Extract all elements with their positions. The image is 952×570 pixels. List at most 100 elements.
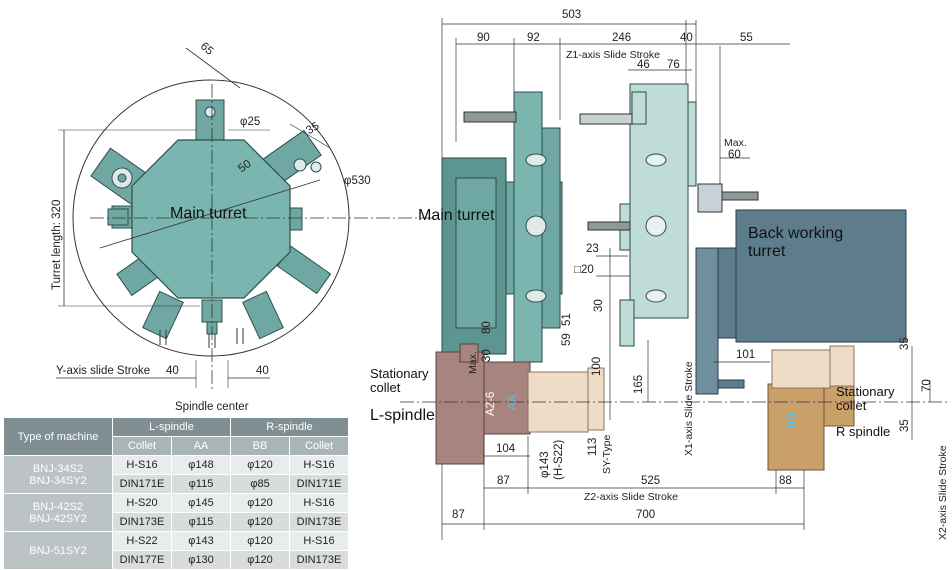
th-aa: AA: [171, 436, 231, 456]
dim-60: 60: [728, 149, 741, 161]
dim-35-left: 35: [304, 120, 321, 137]
th-collet: Collet: [112, 436, 172, 456]
table-cell: H-S22: [112, 531, 172, 551]
table-cell: φ115: [171, 474, 231, 494]
tool-drill-upper-left: [463, 111, 517, 123]
l-spindle-nose: [483, 361, 531, 435]
table-cell: DIN173E: [289, 512, 349, 532]
table-cell: φ120: [230, 512, 290, 532]
dim-hs22: (H-S22): [553, 440, 565, 480]
label-z2-stroke: Z2-axis Slide Stroke: [584, 491, 678, 503]
table-cell: H-S16: [112, 455, 172, 475]
dim-80: 80: [481, 321, 493, 334]
label-r-spindle: R spindle: [836, 424, 890, 439]
label-z1-stroke: Z1-axis Slide Stroke: [566, 49, 660, 61]
label-x1-stroke: X1-axis Slide Stroke: [683, 361, 695, 456]
table-cell: φ85: [230, 474, 290, 494]
label-back-turret-1: Back working: [748, 225, 843, 242]
label-aa: AA: [507, 394, 519, 410]
label-l-spindle: L-spindle: [370, 407, 435, 424]
th-collet-r: Collet: [289, 436, 349, 456]
table-cell: DIN173E: [112, 512, 172, 532]
dim-100: 100: [591, 357, 603, 376]
table-cell: φ120: [230, 550, 290, 570]
dim-87b: 87: [452, 509, 465, 521]
label-a26: A2-6: [485, 392, 497, 416]
dim-700: 700: [636, 509, 655, 521]
dim-88: 88: [779, 475, 792, 487]
dim-101: 101: [736, 349, 755, 361]
diameter-line: [99, 179, 321, 249]
dim-30b: 30: [481, 349, 493, 362]
label-stationary-collet-left-1: Stationary: [370, 366, 429, 381]
dim-246: 246: [612, 32, 631, 44]
spec-table: Type of machine L-spindle R-spindle Coll…: [4, 418, 349, 570]
table-cell: H-S20: [112, 493, 172, 513]
th-bb: BB: [230, 436, 290, 456]
table-cell: DIN177E: [112, 550, 172, 570]
dim-90: 90: [477, 32, 490, 44]
table-cell: φ120: [230, 455, 290, 475]
dim-113: 113: [587, 438, 599, 456]
dim-55: 55: [740, 32, 753, 44]
label-back-turret-2: turret: [748, 243, 786, 260]
th-r-spindle: R-spindle: [230, 418, 349, 437]
table-cell: DIN171E: [289, 474, 349, 494]
table-cell: φ120: [230, 493, 290, 513]
dim-40-left-a: 40: [166, 365, 179, 377]
label-spindle-center: Spindle center: [175, 401, 249, 413]
table-cell: H-S16: [289, 493, 349, 513]
table-cell: H-S16: [289, 455, 349, 475]
table-cell: DIN171E: [112, 474, 172, 494]
dim-35b: 35: [899, 419, 911, 432]
table-cell: φ143: [171, 531, 231, 551]
dim-30a: 30: [593, 299, 605, 312]
label-stationary-collet-right-2: collet: [836, 398, 867, 413]
dim-phi530: φ530: [344, 175, 371, 187]
back-working-turret: [735, 209, 907, 343]
dim-35a: 35: [899, 337, 911, 350]
label-turret-length: Turret length: 320: [51, 200, 63, 290]
dim-40-left-b: 40: [256, 365, 269, 377]
table-cell: φ120: [230, 531, 290, 551]
dim-76: 76: [667, 59, 680, 71]
machine-side-view: [400, 18, 948, 540]
dim-525: 525: [641, 475, 660, 487]
dim-40-right: 40: [680, 32, 693, 44]
table-cell: φ130: [171, 550, 231, 570]
table-cell: DIN173E: [289, 550, 349, 570]
label-max-vertical: Max.: [467, 351, 479, 374]
dim-65: 65: [198, 40, 216, 57]
table-cell: H-S16: [289, 531, 349, 551]
dim-87a: 87: [497, 475, 510, 487]
dim-46: 46: [637, 59, 650, 71]
dim-23: 23: [586, 243, 599, 255]
th-type-of-machine: Type of machine: [4, 418, 113, 456]
turret-octagon: [131, 139, 291, 299]
label-x2-stroke: X2-axis Slide Stroke: [937, 445, 949, 540]
table-cell: φ145: [171, 493, 231, 513]
tool-station-bottom-left: [142, 290, 184, 340]
label-main-turret-right: Main turret: [418, 207, 495, 224]
tool-drill-ghost: [579, 113, 633, 125]
table-cell: φ148: [171, 455, 231, 475]
dim-59: 59: [561, 333, 573, 346]
label-sy-type: SY-Type: [601, 435, 613, 474]
label-y-axis-stroke: Y-axis slide Stroke: [56, 365, 150, 377]
dim-phi143: φ143: [539, 451, 551, 478]
dim-503: 503: [562, 9, 581, 21]
dim-165: 165: [633, 375, 645, 394]
th-l-spindle: L-spindle: [112, 418, 231, 437]
dim-sq20: □20: [574, 264, 594, 276]
dim-phi25: φ25: [240, 116, 260, 128]
tool-station-bottom-right: [242, 290, 284, 340]
label-stationary-collet-left-2: collet: [370, 380, 401, 395]
label-stationary-collet-right-1: Stationary: [836, 384, 895, 399]
table-cell: φ115: [171, 512, 231, 532]
dim-104: 104: [496, 443, 516, 455]
dim-51: 51: [561, 313, 573, 326]
label-main-turret-left: Main turret: [170, 205, 247, 222]
label-max: Max.: [724, 137, 747, 149]
